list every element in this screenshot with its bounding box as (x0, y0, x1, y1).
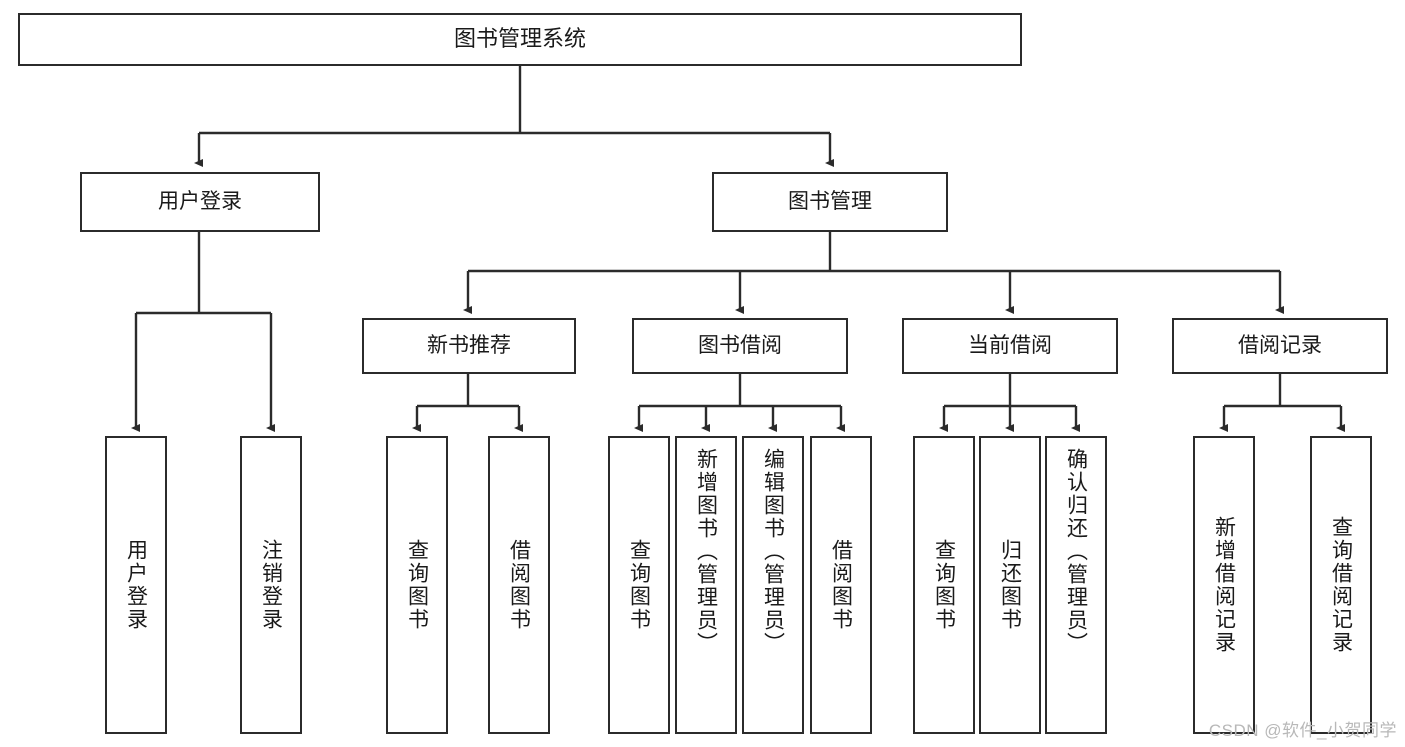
node-user-login[interactable]: 用户登录 (80, 172, 320, 232)
leaf-query-book-3[interactable]: 查询图书 (913, 436, 975, 734)
leaf-borrow-book-1[interactable]: 借阅图书 (488, 436, 550, 734)
node-borrow-record[interactable]: 借阅记录 (1172, 318, 1388, 374)
node-label: 借阅图书 (829, 539, 853, 631)
leaf-return-book[interactable]: 归还图书 (979, 436, 1041, 734)
node-current-borrow[interactable]: 当前借阅 (902, 318, 1118, 374)
node-label: 新书推荐 (427, 334, 511, 358)
node-book-manage[interactable]: 图书管理 (712, 172, 948, 232)
node-label: 用户登录 (124, 539, 148, 631)
node-label: 查询图书 (932, 539, 956, 631)
node-label: 新增借阅记录 (1212, 516, 1236, 654)
node-label: 注销登录 (259, 539, 283, 631)
leaf-add-book[interactable]: 新增图书（管理员） (675, 436, 737, 734)
node-label: 查询借阅记录 (1329, 516, 1353, 654)
node-label: 查询图书 (405, 539, 429, 631)
leaf-query-record[interactable]: 查询借阅记录 (1310, 436, 1372, 734)
node-label: 借阅记录 (1238, 334, 1322, 358)
node-label: 归还图书 (998, 539, 1022, 631)
node-label: 编辑图书（管理员） (761, 448, 785, 655)
watermark-text: CSDN @软件_小贺同学 (1208, 721, 1397, 740)
node-label: 借阅图书 (507, 539, 531, 631)
leaf-edit-book[interactable]: 编辑图书（管理员） (742, 436, 804, 734)
leaf-query-book-1[interactable]: 查询图书 (386, 436, 448, 734)
node-root-system[interactable]: 图书管理系统 (18, 13, 1022, 66)
node-book-borrow[interactable]: 图书借阅 (632, 318, 848, 374)
leaf-confirm-return[interactable]: 确认归还（管理员） (1045, 436, 1107, 734)
node-label: 查询图书 (627, 539, 651, 631)
node-label: 用户登录 (158, 190, 242, 214)
node-label: 图书管理系统 (453, 26, 586, 52)
leaf-user-login[interactable]: 用户登录 (105, 436, 167, 734)
node-new-book-rec[interactable]: 新书推荐 (362, 318, 576, 374)
leaf-borrow-book-2[interactable]: 借阅图书 (810, 436, 872, 734)
node-label: 新增图书（管理员） (694, 448, 718, 655)
leaf-query-book-2[interactable]: 查询图书 (608, 436, 670, 734)
node-label: 确认归还（管理员） (1064, 448, 1088, 655)
node-label: 图书借阅 (698, 334, 782, 358)
node-label: 当前借阅 (968, 334, 1052, 358)
leaf-user-logout[interactable]: 注销登录 (240, 436, 302, 734)
leaf-add-record[interactable]: 新增借阅记录 (1193, 436, 1255, 734)
node-label: 图书管理 (788, 190, 872, 214)
